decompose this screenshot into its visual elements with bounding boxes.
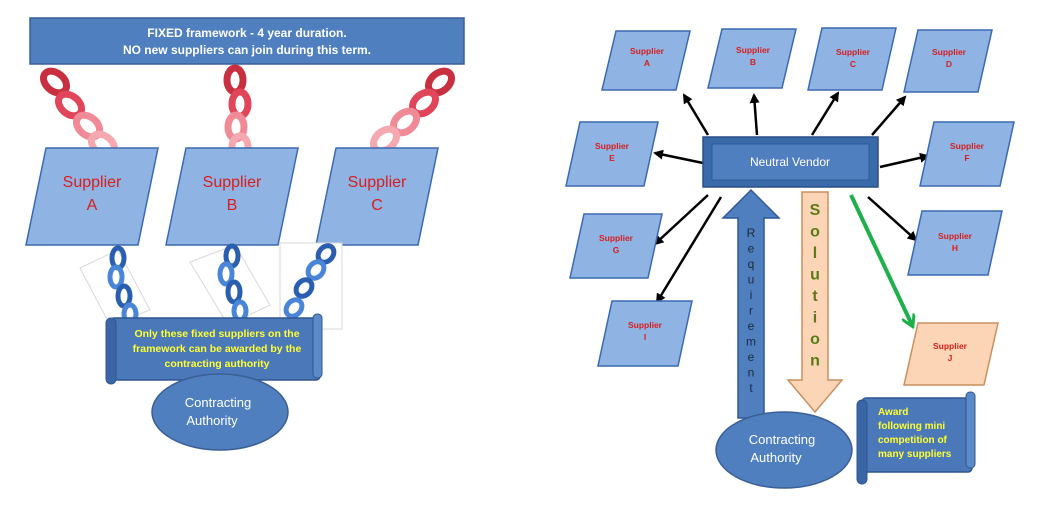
solution-letter: S (810, 202, 821, 219)
right-supplier-g-name: Supplier (599, 233, 634, 243)
right-supplier-e-letter: E (609, 153, 615, 163)
scroll-line1: Only these fixed suppliers on the (134, 328, 299, 340)
requirement-letter: q (748, 257, 755, 271)
neutral-vendor-label: Neutral Vendor (750, 155, 830, 169)
right-supplier-f-letter: F (964, 153, 969, 163)
blue-chain-c (279, 242, 343, 330)
right-supplier-i: Supplier I (597, 300, 693, 367)
left-supplier-a: Supplier A (25, 147, 159, 246)
requirement-letter: e (748, 350, 755, 364)
right-supplier-b-name: Supplier (736, 45, 771, 55)
requirement-letter: u (748, 273, 755, 287)
right-supplier-d-name: Supplier (932, 47, 967, 57)
red-chain-b (223, 64, 252, 162)
right-supplier-f: Supplier F (919, 121, 1015, 187)
right-supplier-d: Supplier D (903, 29, 993, 93)
right-authority-line1: Contracting (749, 432, 815, 447)
left-supplier-c: Supplier C (315, 147, 439, 246)
right-supplier-e-name: Supplier (595, 141, 630, 151)
right-supplier-h-name: Supplier (938, 231, 973, 241)
left-supplier-b: Supplier B (165, 147, 299, 246)
left-supplier-b-name: Supplier (203, 174, 262, 191)
banner-line1: FIXED framework - 4 year duration. (147, 26, 346, 40)
right-supplier-c-letter: C (850, 59, 856, 69)
scroll-line2: framework can be awarded by the (133, 343, 302, 355)
right-supplier-b: Supplier B (707, 28, 797, 89)
left-supplier-c-letter: C (371, 197, 383, 214)
right-supplier-c-name: Supplier (836, 47, 871, 57)
banner-line2: NO new suppliers can join during this te… (123, 43, 371, 57)
award-line1: Award (878, 407, 908, 418)
requirement-letter: t (749, 381, 753, 395)
award-line2: following mini (878, 421, 945, 432)
right-supplier-e: Supplier E (565, 121, 659, 187)
right-supplier-h: Supplier H (907, 210, 1003, 276)
solution-letter: t (812, 288, 818, 305)
right-supplier-g: Supplier G (569, 213, 663, 279)
right-supplier-i-name: Supplier (628, 320, 663, 330)
requirement-letter: e (748, 319, 755, 333)
solution-letter: l (813, 245, 817, 262)
requirement-letter: r (749, 304, 753, 318)
right-supplier-c: Supplier C (807, 27, 897, 91)
left-supplier-c-name: Supplier (348, 174, 407, 191)
right-supplier-d-letter: D (946, 59, 952, 69)
left-supplier-a-name: Supplier (63, 174, 122, 191)
left-contracting-authority: Contracting Authority (151, 373, 289, 451)
vendor-arrows (653, 91, 930, 304)
red-chain-a (39, 67, 119, 160)
red-chain-c (369, 67, 456, 155)
award-scroll: Award following mini competition of many… (856, 391, 976, 485)
award-line4: many suppliers (878, 449, 952, 460)
solution-letter: o (810, 224, 820, 241)
requirement-letter: n (748, 366, 755, 380)
solution-letter: u (810, 267, 820, 284)
right-supplier-a-letter: A (644, 58, 650, 68)
right-contracting-authority: Contracting Authority (715, 411, 853, 489)
right-supplier-a: Supplier A (601, 30, 691, 91)
fixed-suppliers-scroll: Only these fixed suppliers on the framew… (105, 313, 323, 385)
right-supplier-b-letter: B (750, 57, 756, 67)
right-supplier-g-letter: G (613, 245, 620, 255)
right-authority-line2: Authority (750, 450, 802, 465)
neutral-vendor-box: Neutral Vendor (702, 136, 879, 188)
left-supplier-b-letter: B (227, 197, 238, 214)
left-authority-line1: Contracting (185, 395, 251, 410)
award-line3: competition of (878, 435, 948, 446)
fixed-framework-banner: FIXED framework - 4 year duration. NO ne… (29, 17, 465, 65)
right-supplier-h-letter: H (952, 243, 958, 253)
right-supplier-f-name: Supplier (950, 141, 985, 151)
right-supplier-j-selected: Supplier J (903, 322, 999, 386)
right-supplier-a-name: Supplier (630, 46, 665, 56)
blue-chain-a (79, 245, 151, 326)
right-supplier-j-name: Supplier (933, 341, 968, 351)
right-supplier-j-letter: J (948, 353, 953, 363)
award-arrow-green (849, 194, 912, 325)
requirement-letter: m (746, 335, 756, 349)
requirement-letter: R (747, 226, 756, 240)
scroll-line3: contracting authority (164, 358, 269, 370)
requirement-letter: i (750, 288, 753, 302)
right-supplier-i-letter: I (644, 332, 646, 342)
blue-chain-b (189, 243, 271, 326)
left-supplier-a-letter: A (87, 197, 98, 214)
requirement-letter: e (748, 242, 755, 256)
solution-letter: i (813, 310, 817, 327)
solution-letter: n (810, 353, 820, 370)
solution-letter: o (810, 331, 820, 348)
left-authority-line2: Authority (186, 413, 238, 428)
